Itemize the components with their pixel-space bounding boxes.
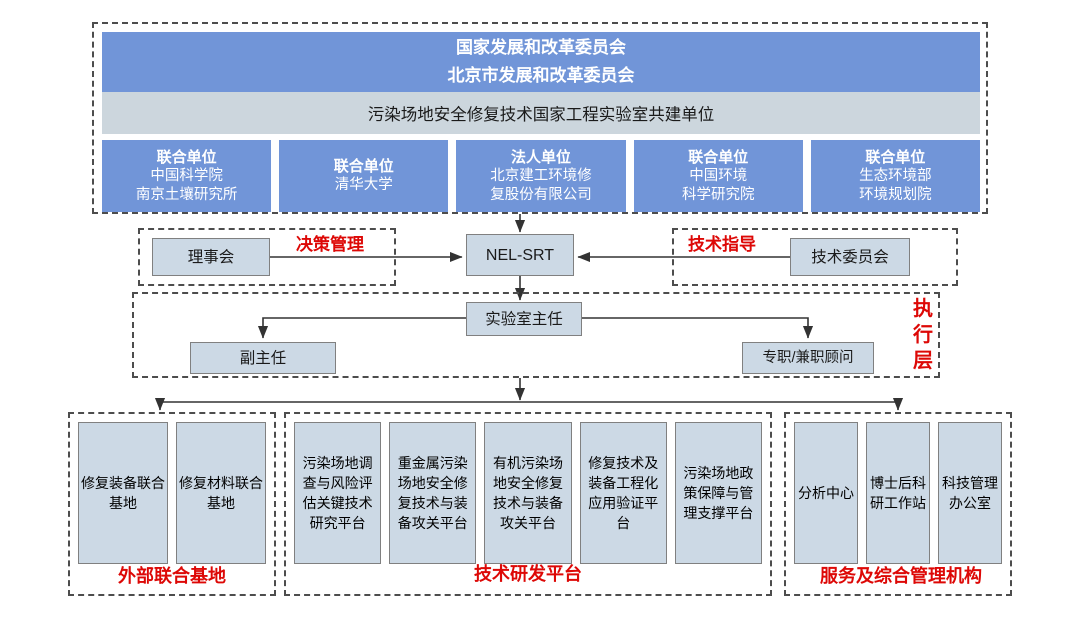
member-unit-name-1: 中国科学院 [150, 167, 223, 184]
member-unit-row: 联合单位 中国科学院 南京土壤研究所 联合单位 清华大学 法人单位 北京建工环境… [102, 140, 981, 212]
service-management-row: 分析中心 博士后科研工作站 科技管理办公室 [794, 422, 1002, 564]
authority-block: 国家发展和改革委员会 北京市发展和改革委员会 污染场地安全修复技术国家工程实验室… [92, 22, 988, 214]
member-unit-role: 联合单位 [333, 158, 394, 175]
service-management-item: 博士后科研工作站 [866, 422, 930, 564]
external-bases-row: 修复装备联合基地 修复材料联合基地 [78, 422, 266, 564]
member-unit-role: 联合单位 [688, 148, 749, 166]
member-unit-name-2: 复股份有限公司 [490, 186, 592, 203]
external-base-item: 修复材料联合基地 [176, 422, 266, 564]
member-unit: 联合单位 清华大学 [279, 140, 449, 212]
government-line-1: 国家发展和改革委员会 [456, 38, 626, 57]
board-of-directors-box: 理事会 [152, 238, 270, 276]
rd-platform-item: 污染场地政策保障与管理支撑平台 [674, 422, 763, 564]
member-unit-role: 法人单位 [511, 148, 572, 166]
advisor-box: 专职/兼职顾问 [742, 342, 874, 374]
member-unit: 联合单位 中国科学院 南京土壤研究所 [102, 140, 272, 212]
lab-director-box: 实验室主任 [466, 302, 582, 336]
member-unit-name-1: 中国环境 [689, 167, 748, 184]
government-line-2: 北京市发展和改革委员会 [447, 66, 635, 85]
decision-management-group [138, 228, 396, 286]
member-unit-name-2: 环境规划院 [859, 186, 932, 203]
service-management-label: 服务及综合管理机构 [820, 566, 982, 586]
service-management-item: 科技管理办公室 [938, 422, 1002, 564]
technical-guidance-group [672, 228, 958, 286]
service-management-group: 分析中心 博士后科研工作站 科技管理办公室 [784, 412, 1012, 596]
rd-platform-item: 重金属污染场地安全修复技术与装备攻关平台 [389, 422, 477, 564]
cooperation-banner: 污染场地安全修复技术国家工程实验室共建单位 [102, 92, 980, 134]
rd-platforms-group: 污染场地调查与风险评估关键技术研究平台 重金属污染场地安全修复技术与装备攻关平台… [284, 412, 772, 596]
member-unit-name-2: 科学研究院 [681, 186, 755, 203]
member-unit-role: 联合单位 [865, 148, 926, 166]
member-unit-name-1: 北京建工环境修 [490, 167, 592, 184]
rd-platforms-label: 技术研发平台 [474, 564, 582, 584]
member-unit-role: 联合单位 [156, 148, 217, 166]
rd-platform-item: 修复技术及装备工程化应用验证平台 [579, 422, 667, 564]
member-unit-name-1: 清华大学 [334, 177, 393, 193]
technical-guidance-label: 技术指导 [688, 235, 756, 254]
member-unit-name-2: 南京土壤研究所 [135, 186, 238, 203]
government-banner: 国家发展和改革委员会 北京市发展和改革委员会 [102, 32, 980, 92]
external-base-item: 修复装备联合基地 [78, 422, 168, 564]
deputy-director-box: 副主任 [190, 342, 336, 374]
executive-layer-label: 执行层 [913, 298, 933, 372]
decision-management-label: 决策管理 [296, 235, 364, 254]
technical-committee-box: 技术委员会 [790, 238, 910, 276]
member-unit: 联合单位 中国环境 科学研究院 [633, 140, 803, 212]
external-bases-group: 修复装备联合基地 修复材料联合基地 [68, 412, 276, 596]
external-bases-label: 外部联合基地 [118, 566, 226, 586]
nel-srt-box: NEL-SRT [466, 234, 574, 276]
service-management-item: 分析中心 [794, 422, 858, 564]
rd-platform-item: 有机污染场地安全修复技术与装备攻关平台 [484, 422, 572, 564]
rd-platform-item: 污染场地调查与风险评估关键技术研究平台 [294, 422, 382, 564]
executive-layer-group [132, 292, 940, 378]
member-unit: 法人单位 北京建工环境修 复股份有限公司 [456, 140, 626, 212]
rd-platforms-row: 污染场地调查与风险评估关键技术研究平台 重金属污染场地安全修复技术与装备攻关平台… [294, 422, 763, 564]
member-unit-name-1: 生态环境部 [859, 167, 932, 184]
member-unit: 联合单位 生态环境部 环境规划院 [810, 140, 981, 212]
